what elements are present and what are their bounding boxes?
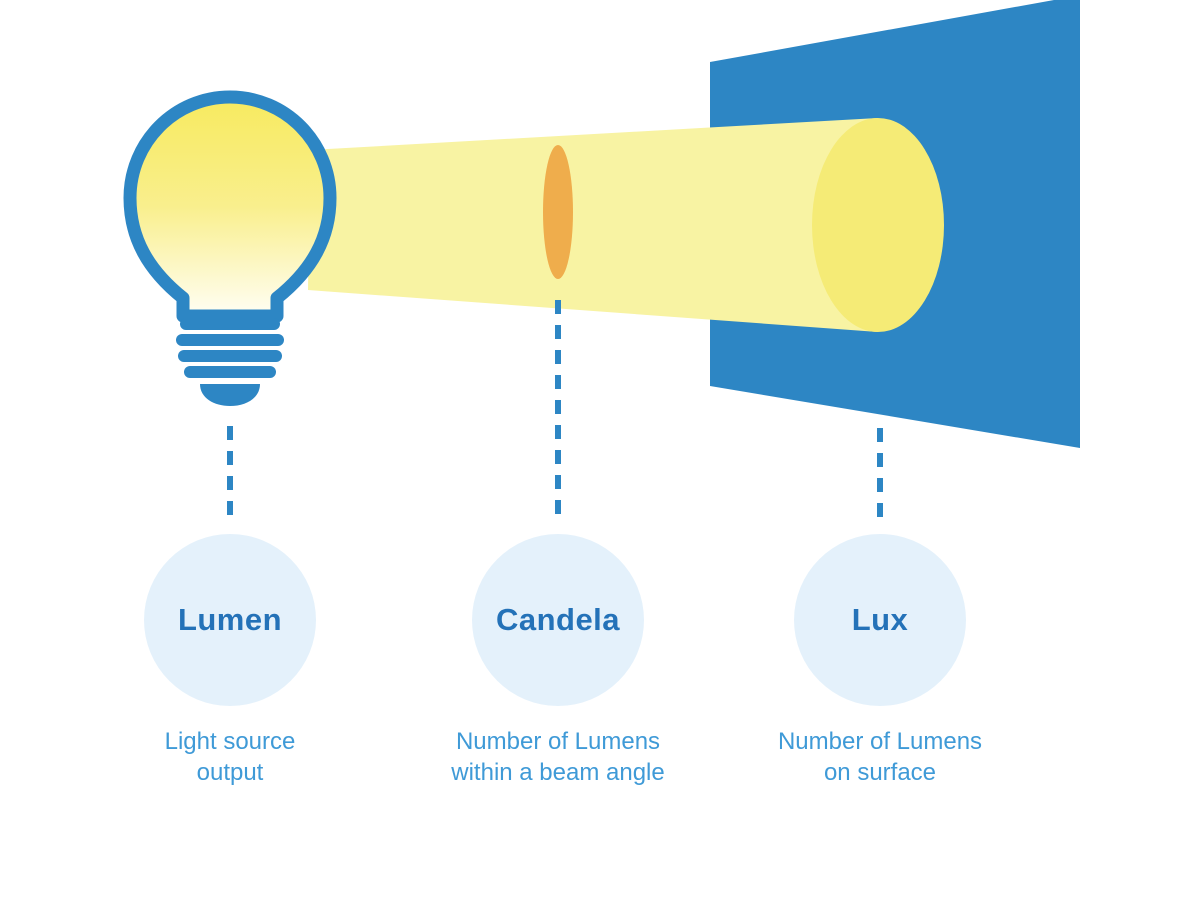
beam-cross-section-ellipse bbox=[543, 145, 573, 279]
bulb-screw-ridge bbox=[176, 334, 284, 346]
bulb-screw-ridge bbox=[180, 318, 280, 330]
bulb-base-tip bbox=[200, 384, 260, 406]
bulb-glass bbox=[123, 90, 337, 323]
light-spot-ellipse bbox=[812, 118, 944, 332]
bulb-screw-ridge bbox=[178, 350, 282, 362]
term-description-candela: Number of Lumens within a beam angle bbox=[451, 728, 665, 787]
term-circle-lux: Lux bbox=[794, 534, 966, 706]
light-scene bbox=[123, 0, 1080, 518]
bulb-screw-ridge bbox=[184, 366, 276, 378]
term-circle-lumen: Lumen bbox=[144, 534, 316, 706]
term-label-lux: Lux bbox=[851, 602, 909, 637]
light-bulb-icon bbox=[123, 90, 337, 406]
term-column-candela: Candela Number of Lumens within a beam a… bbox=[398, 534, 718, 788]
term-label-candela: Candela bbox=[495, 602, 621, 637]
light-beam bbox=[308, 118, 878, 332]
term-description-lux: Number of Lumens on surface bbox=[777, 728, 983, 787]
term-description-lumen: Light source output bbox=[164, 728, 296, 787]
term-circle-candela: Candela bbox=[472, 534, 644, 706]
term-column-lux: Lux Number of Lumens on surface bbox=[720, 534, 1040, 788]
term-column-lumen: Lumen Light source output bbox=[70, 534, 390, 788]
term-label-lumen: Lumen bbox=[177, 602, 283, 637]
